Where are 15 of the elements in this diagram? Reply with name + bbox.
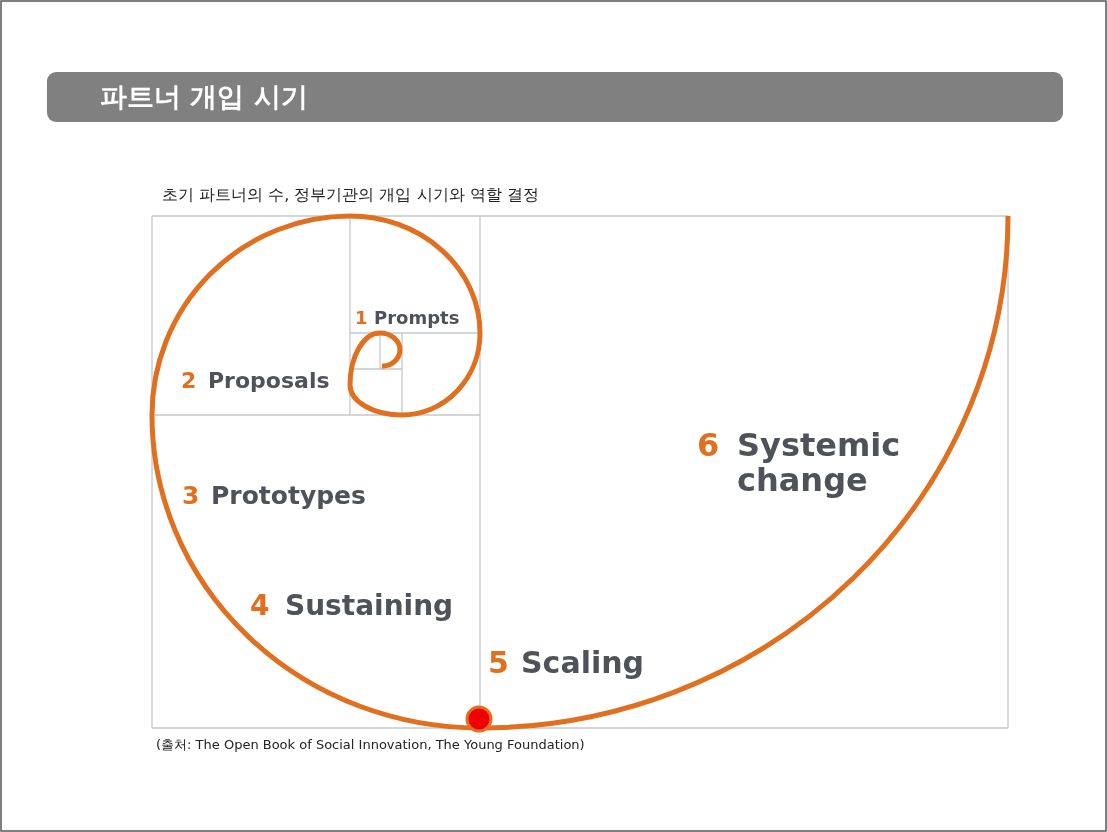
stage-label: Prompts: [374, 308, 460, 328]
stage-label: Systemic change: [737, 428, 902, 499]
stage-label: Sustaining: [285, 591, 454, 622]
stage-label: Proposals: [208, 369, 330, 394]
stage-label: Prototypes: [211, 482, 366, 510]
source-note: (출처: The Open Book of Social Innovation, The Young Foundation): [156, 738, 585, 753]
stage-number: 4: [250, 591, 270, 622]
stage-label: Scaling: [521, 646, 645, 679]
title-banner: 파트너 개입 시기: [47, 72, 1063, 122]
stage-number: 3: [182, 482, 200, 510]
stage-number: 6: [697, 428, 720, 464]
subtitle: 초기 파트너의 수, 정부기관의 개입 시기와 역할 결정: [162, 186, 539, 204]
stage-number: 1: [355, 308, 368, 328]
stage-number: 5: [488, 646, 509, 679]
stage-number: 2: [181, 369, 197, 394]
